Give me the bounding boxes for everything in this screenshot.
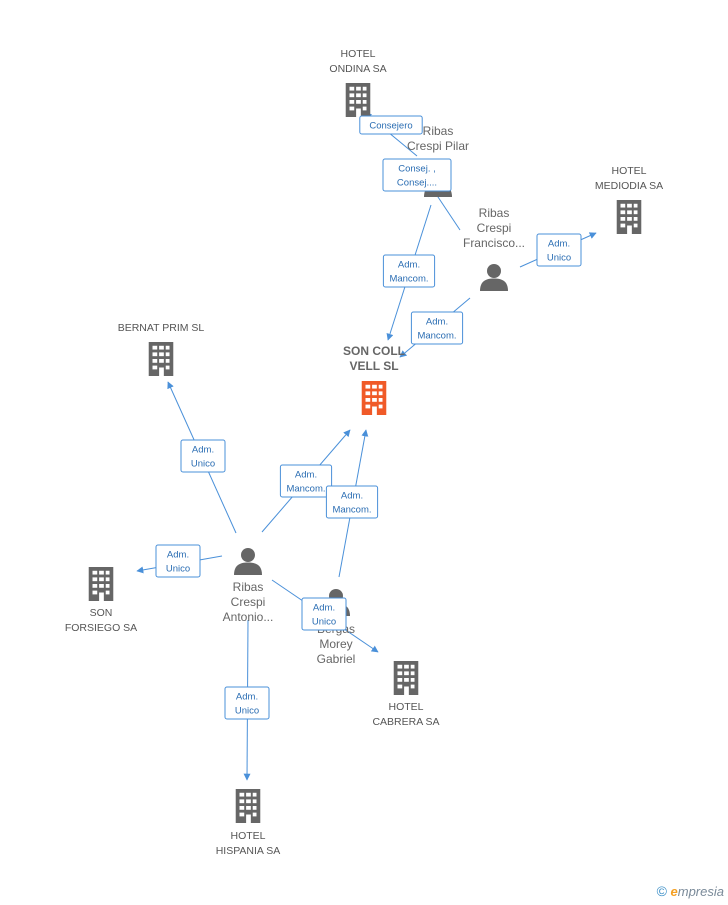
node-label-line: FORSIEGO SA [65, 622, 137, 634]
node-ribas-antonio[interactable]: RibasCrespiAntonio... [223, 548, 274, 624]
node-son-forsiego[interactable]: SON FORSIEGO SA [65, 567, 137, 634]
edge-label-box [155, 544, 201, 578]
node-label-line: Crespi [477, 221, 512, 235]
node-label-line: HOTEL [611, 165, 646, 177]
person-icon [480, 264, 508, 291]
edge-label-box [325, 485, 379, 519]
node-hotel-ondina[interactable]: HOTEL ONDINA SA [329, 48, 387, 117]
edge-label-text: Adm. [295, 470, 317, 481]
edge-label-box [224, 686, 270, 720]
edge-label-box [279, 464, 333, 498]
edge-label-text: Mancom. [389, 274, 428, 285]
building-icon [235, 789, 261, 823]
node-label-line: Antonio... [223, 610, 274, 624]
edge-label-text: Adm. [236, 692, 258, 703]
node-label-line: ONDINA SA [329, 63, 386, 75]
node-hotel-hispania[interactable]: HOTEL HISPANIA SA [216, 789, 281, 857]
building-icon [148, 342, 174, 376]
brand-initial: e [670, 884, 678, 899]
edge-label-ribas_antonio-to-hotel_cabrera[interactable]: Adm. Unico [301, 597, 347, 631]
node-bernat-prim[interactable]: BERNAT PRIM SL [118, 322, 205, 376]
edge-label-ribas_antonio-to-bernat_prim[interactable]: Adm. Unico [180, 439, 226, 473]
node-label-line: MEDIODIA SA [595, 180, 663, 192]
edge-label-box [301, 597, 347, 631]
edge-label-text: Adm. [313, 603, 335, 614]
edge-label-box [359, 115, 423, 135]
edge-label-ribas_antonio-to-son_coll_vell[interactable]: Adm. Mancom. [279, 464, 333, 498]
node-label-line: BERNAT PRIM SL [118, 322, 205, 334]
edge-label-ribas_antonio-to-son_forsiego[interactable]: Adm. Unico [155, 544, 201, 578]
edge-label-text: Mancom. [286, 484, 325, 495]
brand-name: mpresia [677, 884, 724, 899]
edge-label-text: Unico [235, 706, 259, 717]
edge-label-text: Adm. [167, 550, 189, 561]
edge-label-text: Consejero [369, 121, 412, 132]
building-icon [616, 200, 642, 234]
edge-label-text: Adm. [398, 260, 420, 271]
empresia-watermark: © empresia [657, 883, 724, 899]
node-label-line: Ribas [479, 206, 510, 220]
edge-label-text: Consej. , [398, 164, 436, 175]
node-label-line: HISPANIA SA [216, 845, 281, 857]
node-label-line: CABRERA SA [372, 716, 439, 728]
person-icon [234, 548, 262, 575]
edge-label-text: Consej.... [397, 178, 437, 189]
edge-label-ribas_antonio-to-hotel_hispania[interactable]: Adm. Unico [224, 686, 270, 720]
node-label-line: Ribas [423, 124, 454, 138]
node-label-line: Francisco... [463, 236, 525, 250]
node-label-line: SON [90, 607, 113, 619]
edge-label-ribas_francisco-to-hotel_ondina[interactable]: Consej. , Consej.... [382, 158, 452, 192]
node-hotel-mediodia[interactable]: HOTEL MEDIODIA SA [595, 165, 663, 234]
node-hotel-cabrera[interactable]: HOTEL CABRERA SA [372, 661, 440, 728]
edge-label-text: Adm. [426, 317, 448, 328]
edge-label-text: Unico [312, 617, 336, 628]
edge-label-text: Unico [166, 564, 190, 575]
edge-label-ribas_francisco-to-son_coll_vell[interactable]: Adm. Mancom. [410, 311, 464, 345]
edge-label-box [536, 233, 582, 267]
edge-label-text: Mancom. [332, 505, 371, 516]
edge-label-text: Unico [547, 253, 571, 264]
node-label-line: VELL SL [349, 359, 398, 373]
edge-label-ribas_francisco-to-hotel_mediodia[interactable]: Adm. Unico [536, 233, 582, 267]
edge-label-box [382, 158, 452, 192]
building-icon [393, 661, 419, 695]
edge-label-text: Unico [191, 459, 215, 470]
node-label-line: Crespi Pilar [407, 139, 469, 153]
edge-label-box [382, 254, 436, 288]
edge-label-box [180, 439, 226, 473]
copyright-icon: © [656, 883, 667, 899]
building-icon [345, 83, 371, 117]
edge-label-text: Adm. [548, 239, 570, 250]
node-label-line: Gabriel [317, 652, 356, 666]
node-label-line: Morey [319, 637, 352, 651]
edge-label-text: Mancom. [417, 331, 456, 342]
node-label-line: Ribas [233, 580, 264, 594]
edge-label-bergas_gabriel-to-son_coll_vell[interactable]: Adm. Mancom. [325, 485, 379, 519]
building-icon [361, 381, 387, 415]
edge-label-ribas_pilar-to-son_coll_vell[interactable]: Adm. Mancom. [382, 254, 436, 288]
node-ribas-francisco[interactable]: RibasCrespiFrancisco... [463, 206, 525, 291]
building-icon [88, 567, 114, 601]
node-label-line: Crespi [231, 595, 266, 609]
node-label-line: HOTEL [230, 830, 265, 842]
node-label-line: HOTEL [340, 48, 375, 60]
edge-label-text: Adm. [341, 491, 363, 502]
edge-label-ribas_pilar-to-hotel_ondina[interactable]: Consejero [359, 115, 423, 135]
node-label-line: SON COLL [343, 344, 405, 358]
edge-label-box [410, 311, 464, 345]
node-label-line: HOTEL [388, 701, 423, 713]
edge-label-text: Adm. [192, 445, 214, 456]
